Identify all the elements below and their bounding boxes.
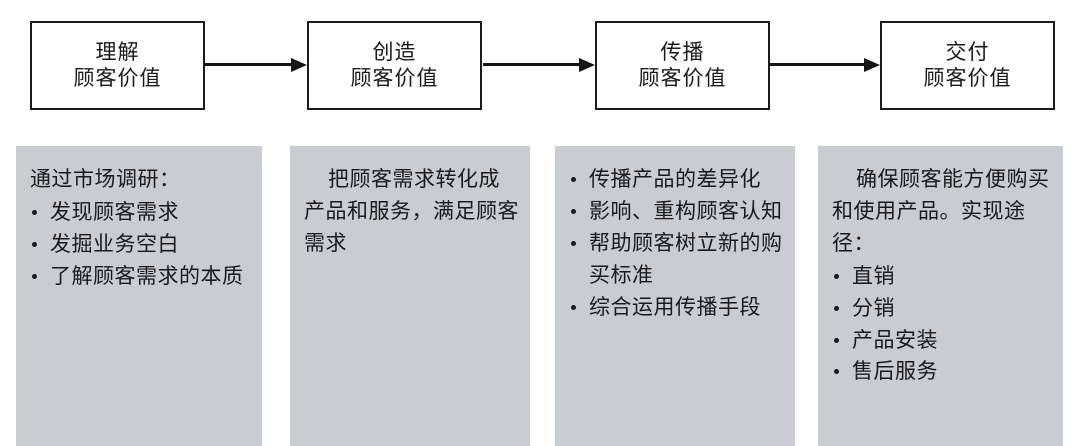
list-item: 售后服务	[832, 356, 1053, 388]
panel-item-list: 传播产品的差异化 影响、重构顾客认知 帮助顾客树立新的购买标准 综合运用传播手段	[569, 164, 785, 324]
arrow-communicate-to-deliver	[770, 58, 880, 72]
list-item: 帮助顾客树立新的购买标准	[569, 228, 785, 292]
bullet-icon	[834, 369, 839, 375]
bullet-icon	[32, 241, 37, 247]
list-item-label: 发掘业务空白	[50, 231, 179, 256]
bullet-icon	[571, 304, 576, 310]
stage-label-line1: 交付	[945, 39, 990, 64]
stage-label-line1: 理解	[95, 39, 140, 64]
panel-item-list: 直销 分销 产品安装 售后服务	[832, 261, 1053, 389]
arrow-head-icon	[864, 58, 880, 72]
panel-intro: 把顾客需求转化成产品和服务，满足顾客需求	[304, 167, 519, 255]
detail-panel-communicate: 传播产品的差异化 影响、重构顾客认知 帮助顾客树立新的购买标准 综合运用传播手段	[555, 146, 795, 446]
arrow-shaft	[483, 63, 579, 66]
stage-label-line1: 创造	[372, 39, 417, 64]
list-item-label: 了解顾客需求的本质	[50, 263, 244, 288]
bullet-icon	[571, 240, 576, 246]
stage-label-line2: 顾客价值	[73, 65, 162, 90]
list-item: 了解顾客需求的本质	[30, 261, 252, 293]
list-item: 影响、重构顾客认知	[569, 196, 785, 228]
detail-panel-deliver: 确保顾客能方便购买和使用产品。实现途径： 直销 分销 产品安装 售后服务	[818, 146, 1063, 446]
arrow-understand-to-create	[205, 58, 307, 72]
bullet-icon	[834, 337, 839, 343]
list-item: 传播产品的差异化	[569, 164, 785, 196]
list-item-label: 分销	[852, 295, 895, 320]
bullet-icon	[32, 273, 37, 279]
list-item: 分销	[832, 293, 1053, 325]
stage-box-communicate: 传播 顾客价值	[595, 21, 770, 110]
arrow-head-icon	[291, 58, 307, 72]
stage-box-deliver: 交付 顾客价值	[880, 21, 1055, 110]
panel-item-list: 发现顾客需求 发掘业务空白 了解顾客需求的本质	[30, 197, 252, 293]
list-item: 发掘业务空白	[30, 229, 252, 261]
stage-label-line2: 顾客价值	[638, 65, 727, 90]
list-item-label: 综合运用传播手段	[589, 294, 761, 319]
detail-panel-understand: 通过市场调研： 发现顾客需求 发掘业务空白 了解顾客需求的本质	[16, 146, 262, 446]
list-item: 直销	[832, 261, 1053, 293]
list-item-label: 售后服务	[852, 359, 938, 384]
list-item-label: 影响、重构顾客认知	[589, 198, 783, 223]
stage-label-line2: 顾客价值	[350, 65, 439, 90]
list-item-label: 直销	[852, 263, 895, 288]
arrow-shaft	[205, 63, 291, 66]
bullet-icon	[571, 208, 576, 214]
list-item-label: 帮助顾客树立新的购买标准	[589, 230, 783, 287]
stage-label-line1: 传播	[660, 39, 705, 64]
bullet-icon	[571, 177, 576, 182]
list-item-label: 发现顾客需求	[50, 199, 179, 224]
stage-label-line2: 顾客价值	[923, 65, 1012, 90]
list-item: 发现顾客需求	[30, 197, 252, 229]
list-item-label: 产品安装	[852, 327, 938, 352]
stage-row: 理解 顾客价值 创造 顾客价值 传播 顾客价值 交付 顾客价值	[0, 0, 1080, 132]
list-item: 综合运用传播手段	[569, 292, 785, 324]
list-item: 产品安装	[832, 325, 1053, 357]
panel-intro: 通过市场调研：	[30, 167, 181, 191]
stage-box-create: 创造 顾客价值	[307, 21, 482, 110]
panel-intro: 确保顾客能方便购买和使用产品。实现途径：	[832, 167, 1050, 255]
arrow-create-to-communicate	[483, 58, 595, 72]
bullet-icon	[834, 305, 839, 311]
list-item-label: 传播产品的差异化	[589, 167, 761, 191]
stage-box-understand: 理解 顾客价值	[30, 21, 205, 110]
arrow-head-icon	[579, 58, 595, 72]
detail-panel-create: 把顾客需求转化成产品和服务，满足顾客需求	[290, 146, 530, 446]
arrow-shaft	[770, 63, 864, 66]
bullet-icon	[834, 273, 839, 279]
bullet-icon	[32, 209, 37, 215]
